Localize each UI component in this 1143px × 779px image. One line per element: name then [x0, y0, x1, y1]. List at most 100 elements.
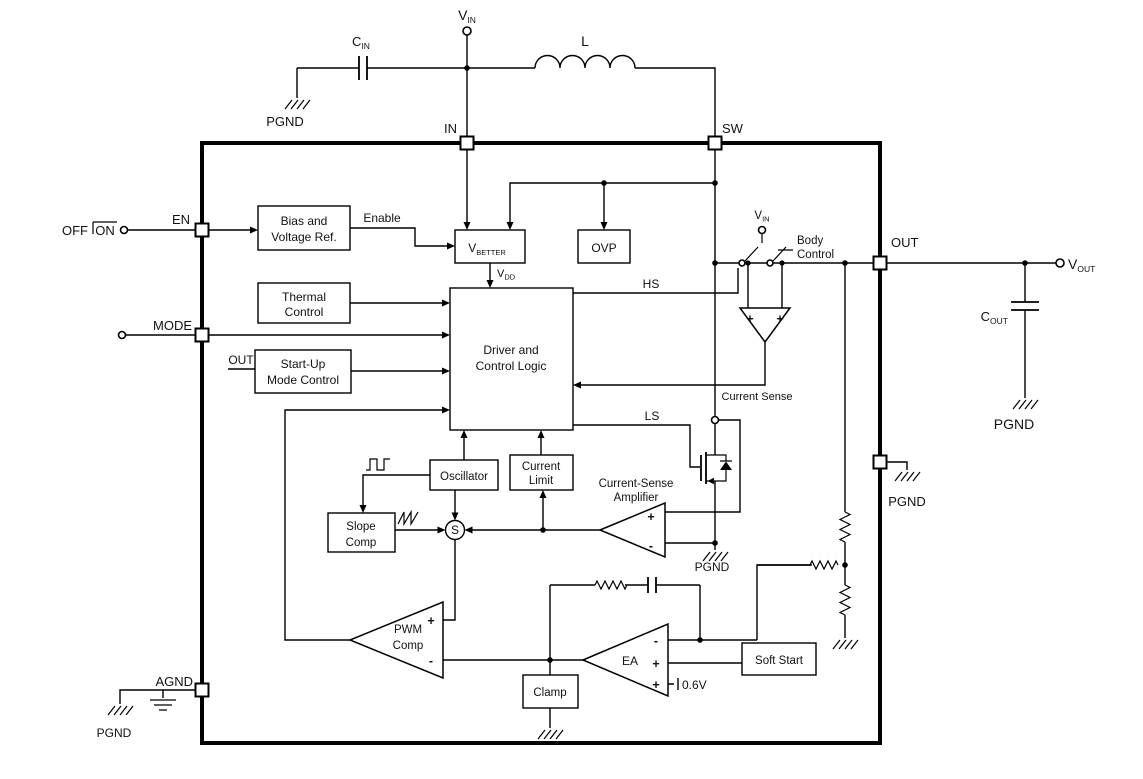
current-sense-tap	[710, 415, 720, 425]
pin-agnd	[194, 682, 210, 698]
ls-net-label: LS	[645, 409, 660, 423]
pin-sw	[707, 135, 723, 151]
ea-plus-bottom-sign: +	[652, 678, 659, 692]
current-sense-amplifier	[598, 501, 666, 559]
csa-label-line2: Amplifier	[614, 492, 659, 504]
vout-terminal	[1055, 258, 1065, 268]
startup-label-line1: Start-Up	[281, 357, 326, 371]
pwm-minus-sign: -	[429, 654, 433, 668]
ea-label: EA	[622, 654, 638, 668]
pgnd-bottom-left-label: PGND	[97, 726, 132, 740]
body-switch-contact-2	[766, 259, 774, 267]
block-thermal-control	[257, 282, 351, 324]
pgnd-top-label: PGND	[266, 114, 304, 129]
pwm-plus-sign: +	[427, 614, 434, 628]
vref-label: 0.6V	[682, 678, 707, 692]
body-control-label-line2: Control	[797, 249, 834, 261]
current-limit-label-line2: Limit	[529, 475, 554, 487]
hs-net-label: HS	[643, 277, 660, 291]
driver-label-line2: Control Logic	[476, 359, 547, 373]
body-switch-contact-1	[738, 259, 746, 267]
body-control-comparator	[738, 307, 792, 344]
block-startup-mode-control	[254, 349, 352, 394]
slope-comp-label-line2: Comp	[346, 537, 377, 549]
ic-boundary	[200, 141, 882, 745]
block-oscillator	[429, 459, 499, 491]
block-vbetter	[454, 229, 526, 264]
pgnd-cout-label: PGND	[994, 416, 1034, 432]
on-label: ON	[95, 223, 115, 238]
block-slope-comp	[327, 512, 396, 553]
mode-pin-label: MODE	[153, 318, 192, 333]
sw-pin-label: SW	[722, 121, 744, 136]
bias-label-line2: Voltage Ref.	[271, 230, 336, 244]
csa-plus-sign: +	[647, 510, 654, 524]
vin-terminal-label: VIN	[458, 7, 476, 25]
thermal-label-line1: Thermal	[282, 290, 326, 304]
pgnd-bottom-left-symbol	[107, 705, 134, 716]
block-current-limit	[509, 454, 574, 491]
divider-ground-symbol	[832, 639, 859, 650]
pwm-comparator	[348, 600, 444, 680]
vout-terminal-label: VOUT	[1068, 256, 1095, 274]
out-pin-label: OUT	[891, 235, 919, 250]
in-pin-label: IN	[444, 121, 457, 136]
block-driver-control-logic	[449, 287, 574, 431]
body-comp-plus-right-sign: +	[776, 312, 783, 326]
off-label: OFF	[62, 223, 88, 238]
current-sense-net-label: Current Sense	[722, 391, 793, 403]
ea-plus-mid-sign: +	[652, 657, 659, 671]
clamp-label: Clamp	[533, 687, 566, 699]
driver-label-line1: Driver and	[483, 343, 538, 357]
block-soft-start	[741, 642, 817, 676]
slope-comp-label-line1: Slope	[346, 521, 375, 533]
ovp-label: OVP	[591, 241, 616, 255]
clamp-ground-symbol	[537, 729, 564, 740]
junction-dots	[464, 65, 1028, 663]
pgnd-cout-symbol	[1012, 399, 1039, 410]
en-pin-label: EN	[172, 212, 190, 227]
cin-label: CIN	[352, 34, 370, 51]
vin-terminal	[462, 26, 472, 36]
pgnd-top-symbol	[284, 99, 311, 110]
current-limit-label-line1: Current	[522, 461, 561, 473]
wires	[92, 35, 1056, 728]
labels: VIN CIN L PGND IN SW OFF ON EN MODE AGND…	[62, 7, 1095, 740]
pin-mode	[194, 327, 210, 343]
terminals	[117, 26, 1065, 425]
enable-net-label: Enable	[363, 211, 401, 225]
oscillator-label: Oscillator	[440, 471, 488, 483]
mode-terminal	[117, 330, 127, 340]
blocks	[254, 205, 817, 709]
block-bias-voltage-ref	[257, 205, 351, 251]
pin-pgnd	[872, 454, 888, 470]
pin-en	[194, 222, 210, 238]
error-amplifier	[581, 622, 669, 698]
pin-out	[872, 255, 888, 271]
summing-junction-label: S	[451, 523, 459, 537]
pins	[194, 135, 888, 698]
en-terminal	[119, 225, 129, 235]
inductor-label: L	[581, 33, 589, 49]
thermal-label-line2: Control	[285, 305, 324, 319]
csa-label-line1: Current-Sense	[599, 478, 674, 490]
bias-label-line1: Bias and	[281, 214, 328, 228]
block-clamp	[522, 674, 579, 709]
body-comp-plus-left-sign: +	[746, 312, 753, 326]
ea-minus-sign: -	[654, 634, 658, 648]
vdd-net-label: VDD	[497, 268, 516, 282]
cout-label: COUT	[981, 309, 1008, 326]
agnd-pin-label: AGND	[155, 674, 193, 689]
vbetter-label: VBETTER	[468, 241, 506, 257]
startup-label-line2: Mode Control	[267, 373, 339, 387]
body-control-label-line1: Body	[797, 235, 823, 247]
pgnd-pin-label: PGND	[888, 494, 926, 509]
pgnd-mid-label: PGND	[695, 560, 730, 574]
out-signal-tag: OUT	[228, 353, 254, 367]
pwm-label-line2: Comp	[393, 640, 424, 652]
soft-start-label: Soft Start	[755, 655, 804, 667]
pin-in	[459, 135, 475, 151]
pgnd-pin-symbol	[894, 471, 921, 482]
